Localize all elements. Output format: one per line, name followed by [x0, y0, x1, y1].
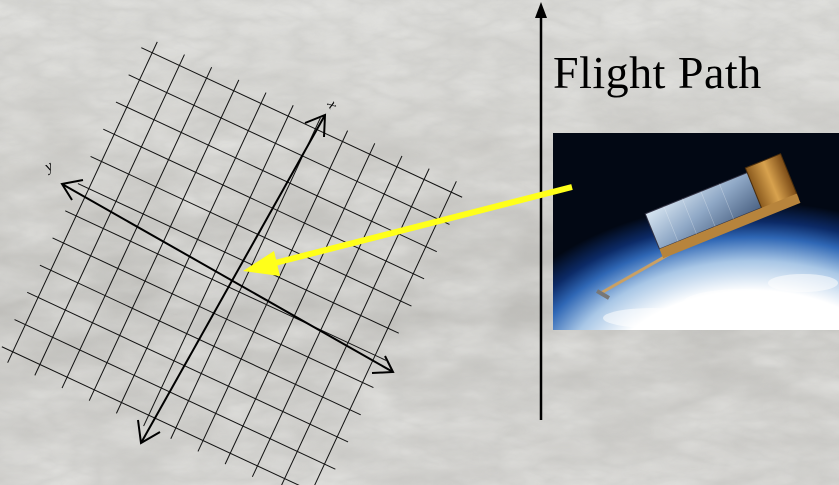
grid-line-vertical: [170, 117, 321, 439]
grid-axes: [60, 113, 395, 445]
y-axis-line: [61, 183, 394, 373]
grid-line-vertical: [279, 168, 430, 485]
grid-line-vertical: [88, 79, 240, 401]
grid-line-horizontal: [14, 319, 336, 470]
grid-line-horizontal: [103, 128, 425, 280]
y-axis-arrowhead: [60, 179, 84, 201]
grid-line-horizontal: [65, 210, 387, 361]
grid-line-vertical: [7, 41, 158, 363]
flight-path-title: Flight Path: [553, 47, 762, 98]
x-axis-line: [140, 114, 326, 444]
y-axis-tail-arrowhead: [371, 355, 395, 374]
flight-path-arrowhead: [535, 2, 547, 18]
satellite-image: [553, 133, 839, 330]
grid-line-horizontal: [39, 264, 361, 416]
pointer-arrow-line: [274, 184, 573, 266]
grid-line-vertical: [197, 130, 349, 452]
grid-line-vertical: [115, 92, 267, 414]
grid-line-horizontal: [128, 74, 450, 225]
satellite-photo: [553, 133, 839, 330]
grid-line-horizontal: [26, 291, 349, 443]
x-axis-tail-arrowhead: [137, 419, 161, 445]
grid-line-horizontal: [77, 183, 399, 334]
grid-line-vertical: [306, 181, 457, 485]
grid-line-horizontal: [90, 155, 412, 307]
grid-line-horizontal: [141, 47, 463, 198]
grid-line-horizontal: [1, 346, 323, 485]
grid-line-horizontal: [115, 101, 438, 253]
grid-line-vertical: [143, 105, 294, 427]
x-axis-arrowhead: [304, 113, 327, 138]
grid-line-vertical: [251, 155, 403, 478]
grid-line-vertical: [34, 54, 185, 376]
grid-lines: [1, 41, 463, 485]
pointer-arrow-head: [243, 251, 280, 276]
grid-line-vertical: [224, 143, 376, 465]
